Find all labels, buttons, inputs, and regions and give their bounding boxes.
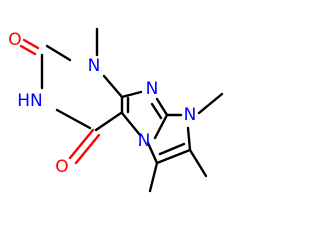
bond-c8a-n5 [153, 113, 169, 140]
nitrogen-atom-n5: N [138, 131, 151, 151]
oxygen-atom-top: O [8, 30, 21, 50]
bond-c4-o2-double [74, 133, 101, 165]
bond-n8-methyl [197, 92, 224, 115]
bond-c4-o2 [68, 128, 95, 160]
nitrogen-atom-n9: N [146, 79, 159, 99]
bond-n3-c4 [55, 108, 92, 130]
nitrogen-atom-n8: N [184, 105, 197, 125]
bond-c7-c6 [155, 148, 192, 165]
bond-n8-c7 [186, 126, 192, 152]
bond-n1-c9a [102, 74, 124, 99]
bond-c9a-n9 [120, 90, 143, 99]
bond-n9-c8a [155, 97, 169, 117]
bond-n9-c8a-double [150, 102, 163, 120]
oxygen-atom-bottom: O [55, 157, 68, 177]
bond-c6-n5 [146, 141, 159, 165]
bond-o1-c2-double [19, 44, 37, 56]
bond-c4a-n5 [120, 111, 142, 137]
bond-o1-c2 [22, 38, 40, 50]
bond-c4-c4a [94, 111, 123, 132]
bond-c2-n1 [45, 44, 72, 62]
molecule-structure-svg: O N HN N N N O [8, 27, 224, 193]
bond-c6-methyl [148, 161, 159, 193]
nitrogen-atom-hn: HN [17, 91, 43, 111]
bond-c7-methyl [188, 148, 208, 178]
molecule-structure-canvas: O N HN N N N O [8, 27, 224, 193]
nitrogen-atom-n1: N [88, 56, 101, 76]
bond-c7-c6-double [158, 142, 186, 156]
